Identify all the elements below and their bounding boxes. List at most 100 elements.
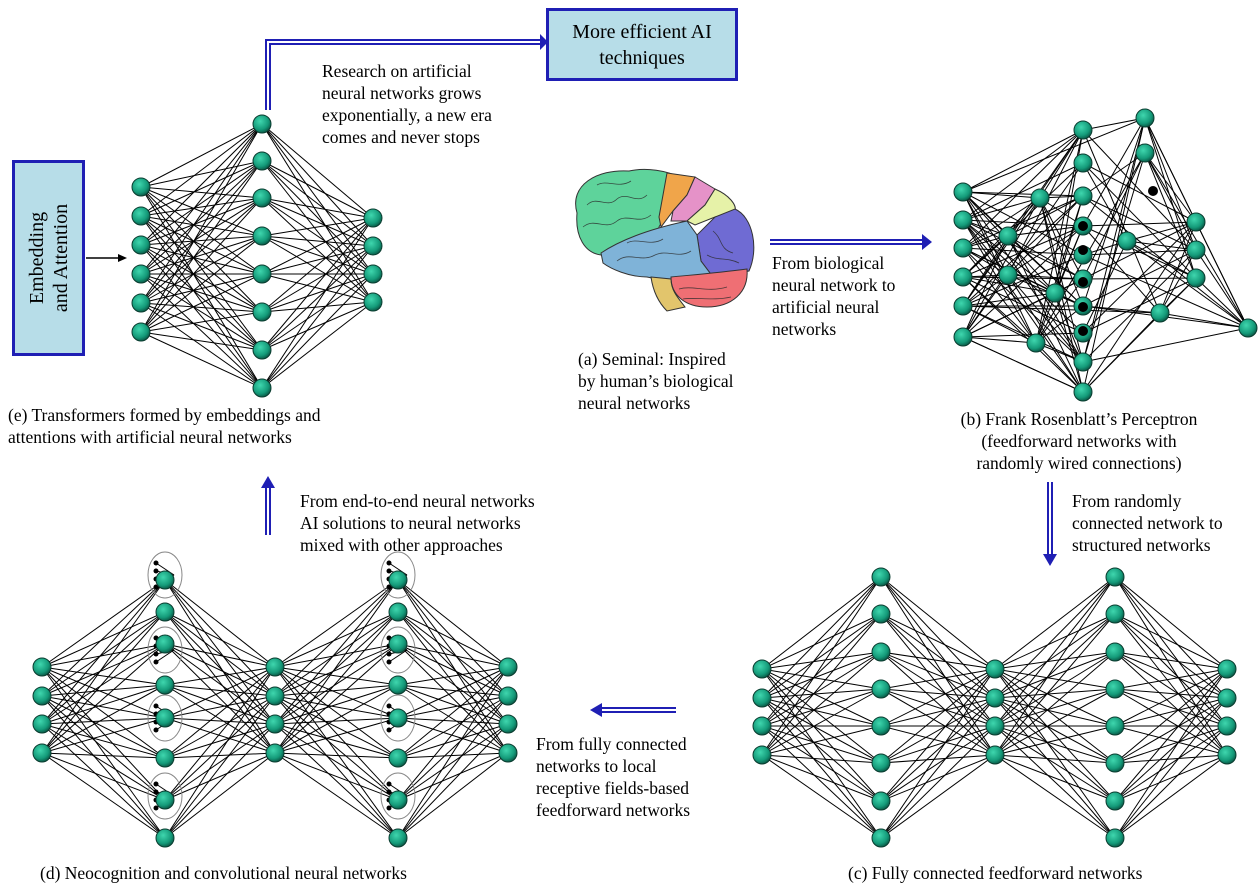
connection-edge [880,651,996,670]
connection-edge [1082,117,1146,393]
random-to-structured-text: From randomly connected network to struc… [1072,491,1223,555]
connection-edge [164,579,276,668]
connection-edge [962,191,1037,344]
connection-edge [962,162,1084,278]
connection-edge [140,160,263,217]
connection-edge [140,123,263,246]
connection-edge [274,643,399,668]
connection-edge [261,235,374,247]
neuron-node [32,657,52,677]
input-dot [153,568,159,574]
connection-edge [140,273,263,351]
connection-edge [1114,613,1228,670]
connection-edge [1114,651,1228,756]
connection-edge [140,123,263,217]
connection-edge [1144,152,1197,251]
neuron-node [985,659,1005,679]
connection-edge [397,723,509,839]
connection-edge [880,725,996,839]
neuron-node [252,378,272,398]
input-dot [386,560,392,566]
connection-edge [994,576,1116,699]
connection-edge [761,725,882,764]
neuron-node [388,828,408,848]
connection-edge [140,197,263,217]
connection-edge [140,215,263,275]
connection-edge [164,695,276,839]
neuron-node [1045,283,1065,303]
connection-edge [274,695,399,839]
connection-edge [140,186,263,389]
connection-edge [1035,305,1084,344]
bio-to-ann-text: From biological neural network to artifi… [772,253,896,339]
neuron-node [871,642,891,662]
connection-edge [1114,697,1228,727]
connection-edge [164,684,276,754]
hidden-unit-dot [1078,245,1088,255]
connection-edge [261,217,374,275]
connection-edge [41,684,166,754]
connection-edge [1114,613,1228,756]
neuron-node [1135,143,1155,163]
connection-edge [1007,274,1084,393]
connection-edge [880,576,996,699]
connection-edge [1114,668,1228,764]
connection-edge [1114,668,1228,802]
connection-edge [397,723,509,801]
connection-edge [41,611,166,725]
connection-edge [261,245,374,313]
arrow-top-right [265,34,548,110]
connection-edge [761,697,882,839]
connection-edge [880,576,996,756]
caption-c: (c) Fully connected feedforward networks [848,863,1143,883]
receptive-field [147,772,183,820]
connection-edge [41,643,166,725]
connection-edge [761,754,882,802]
connection-edge [880,651,996,756]
connection-edge [164,752,276,839]
connection-edge [261,235,374,303]
connection-edge [994,697,1116,802]
arrow-bio-to-ann [770,234,932,250]
connection-edge [994,576,1116,727]
fc-to-local-text: From fully connected networks to local r… [536,734,691,820]
connection-edge [761,651,882,699]
neuron-node [1117,231,1137,251]
neuron-node [388,570,408,590]
connection-edge [140,235,263,246]
connection-edge [1114,688,1228,727]
connection-edge [1082,152,1146,280]
connection-edge [1144,152,1197,223]
connection-edge [880,697,996,764]
connection-edge [164,643,276,754]
neuron-node [1186,240,1206,260]
connection-edge [962,197,1041,338]
connection-edge [397,695,509,801]
connection-edge [164,611,276,725]
connection-edge [261,123,374,275]
connection-edge [261,123,374,247]
arrow-down-right [1043,482,1057,566]
connection-edge [140,160,263,246]
brain-parietal-lobe [686,188,736,226]
connection-edge [1082,221,1197,393]
connection-edge [397,666,509,801]
connection-edge [1114,613,1228,727]
network-convolutional [32,551,518,848]
connection-edge [962,197,1041,221]
connection-edge [140,235,263,275]
connection-edge [1114,668,1228,839]
connection-edge [880,613,996,727]
embedding-attention-label: Embedding and Attention [25,203,72,313]
connection-edge [761,754,882,764]
connection-edge [274,643,399,725]
neuron-node [1105,604,1125,624]
connection-edge [140,160,263,275]
neuron-node [363,264,383,284]
connection-edge [261,197,374,219]
efficient-ai-box: More efficient AI techniques [546,8,738,81]
connection-edge [140,186,263,313]
neuron-node [363,236,383,256]
network-transformer [131,114,383,398]
connection-edge [761,697,882,727]
